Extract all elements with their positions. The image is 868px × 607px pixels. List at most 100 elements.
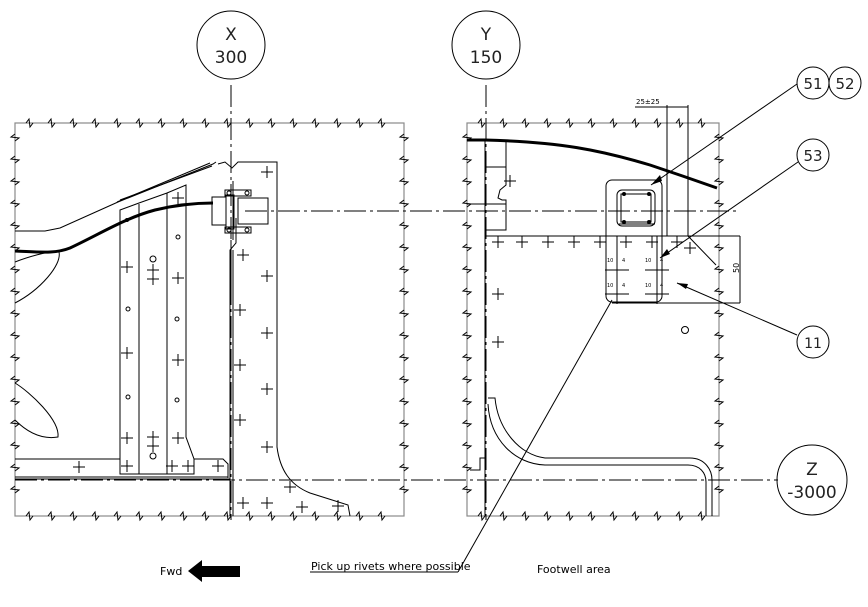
balloon-52: 52 — [828, 66, 862, 100]
right-panel-border — [466, 122, 720, 517]
hole-mark — [175, 234, 181, 240]
break-mark — [9, 331, 21, 340]
svg-text:10: 10 — [645, 283, 651, 289]
rivet-mark — [568, 236, 580, 248]
hole-mark — [125, 306, 131, 312]
break-mark — [713, 309, 725, 318]
rivet-mark — [296, 501, 308, 513]
break-mark — [398, 331, 410, 340]
break-mark — [9, 309, 21, 318]
break-mark — [697, 510, 706, 522]
break-mark — [675, 117, 684, 129]
break-mark — [245, 117, 254, 129]
rivet-mark — [121, 432, 133, 444]
rivet-marks — [73, 166, 696, 513]
rivet-mark — [684, 242, 696, 254]
break-mark — [461, 441, 473, 450]
rivet-mark — [121, 261, 133, 273]
break-mark — [245, 510, 254, 522]
break-mark — [9, 243, 21, 252]
hole-mark — [174, 397, 180, 403]
datum-z-axis: Z — [806, 460, 818, 480]
hole-marks — [125, 218, 181, 460]
rivet-mark — [234, 304, 246, 316]
break-mark — [377, 117, 386, 129]
break-mark — [9, 155, 21, 164]
break-mark — [9, 287, 21, 296]
rivets-note: Pick up rivets where possible — [311, 560, 471, 573]
balloon-53: 53 — [796, 138, 830, 172]
break-mark — [398, 353, 410, 362]
break-mark — [477, 510, 486, 522]
break-mark — [499, 117, 508, 129]
rivet-mark — [172, 432, 184, 444]
break-mark — [461, 375, 473, 384]
break-mark — [223, 510, 232, 522]
break-mark — [267, 117, 276, 129]
break-mark — [9, 419, 21, 428]
rivet-mark — [620, 236, 632, 248]
right-panel-structure: 25±25 50 — [467, 98, 741, 516]
break-mark — [461, 177, 473, 186]
break-mark — [521, 117, 530, 129]
rivet-mark — [121, 347, 133, 359]
break-mark — [461, 309, 473, 318]
break-mark — [713, 177, 725, 186]
rivet-mark — [261, 441, 273, 453]
rivet-mark — [492, 288, 504, 300]
datum-z-value: -3000 — [787, 483, 836, 503]
break-mark — [91, 117, 100, 129]
break-mark — [609, 510, 618, 522]
break-mark — [565, 117, 574, 129]
rivet-mark — [172, 354, 184, 366]
break-mark — [461, 243, 473, 252]
rivet-mark — [516, 236, 528, 248]
break-mark — [713, 397, 725, 406]
break-mark — [543, 117, 552, 129]
break-mark — [713, 441, 725, 450]
break-mark — [713, 331, 725, 340]
fwd-arrow-icon — [188, 560, 240, 582]
rivet-mark — [332, 500, 344, 512]
break-mark — [713, 265, 725, 274]
break-mark — [9, 221, 21, 230]
break-mark — [631, 510, 640, 522]
break-mark — [675, 510, 684, 522]
leader-lines — [310, 83, 799, 573]
break-mark — [25, 510, 34, 522]
rivet-mark — [646, 236, 658, 248]
break-mark — [477, 117, 486, 129]
break-mark — [9, 397, 21, 406]
break-mark — [9, 199, 21, 208]
rivet-mark — [147, 440, 159, 452]
break-mark — [398, 199, 410, 208]
break-mark — [9, 177, 21, 186]
break-mark — [461, 265, 473, 274]
fastener-grid-mark — [605, 280, 629, 304]
notes: Fwd Pick up rivets where possible Footwe… — [160, 560, 611, 582]
fwd-label: Fwd — [160, 565, 182, 578]
hole-mark — [149, 255, 157, 263]
break-mark — [398, 221, 410, 230]
rivet-mark — [212, 460, 224, 472]
break-mark — [543, 510, 552, 522]
break-mark — [9, 265, 21, 274]
break-mark — [587, 510, 596, 522]
fastener-grid-mark — [645, 256, 669, 280]
rivet-mark — [671, 236, 683, 248]
break-mark — [461, 221, 473, 230]
break-mark — [201, 510, 210, 522]
break-mark — [47, 510, 56, 522]
break-mark — [9, 353, 21, 362]
svg-text:53: 53 — [803, 147, 822, 165]
break-mark — [653, 117, 662, 129]
break-mark — [9, 485, 21, 494]
break-mark — [461, 419, 473, 428]
break-mark — [713, 485, 725, 494]
break-mark — [461, 155, 473, 164]
break-mark — [398, 485, 410, 494]
break-mark — [713, 353, 725, 362]
break-mark — [157, 510, 166, 522]
break-mark — [713, 419, 725, 428]
